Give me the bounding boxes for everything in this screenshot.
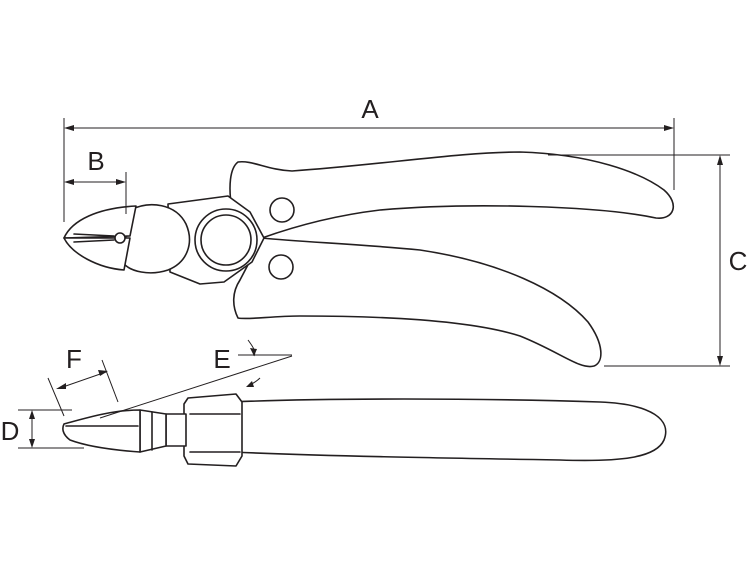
joint-outer	[194, 208, 258, 272]
upper-handle	[229, 151, 675, 239]
label-a: A	[361, 94, 379, 124]
label-b: B	[87, 146, 104, 176]
side-pivot-collar	[165, 413, 187, 447]
upper-jaw	[63, 205, 137, 239]
dimension-d	[18, 409, 84, 449]
jaw-ring	[121, 203, 191, 274]
jaw-edge-upper	[73, 233, 115, 237]
jaw-edge-lower	[73, 239, 115, 243]
pliers-top-view	[63, 151, 675, 368]
label-d: D	[1, 416, 20, 446]
dimension-b	[64, 172, 127, 214]
lower-jaw	[63, 237, 131, 271]
side-blade	[62, 409, 141, 453]
side-head	[139, 409, 167, 453]
pliers-side-view	[62, 393, 667, 467]
upper-handle-grip	[269, 197, 295, 223]
dimension-e	[99, 339, 293, 419]
dimension-a	[63, 118, 675, 222]
jaw-pivot	[114, 232, 126, 244]
dimension-f	[47, 359, 119, 417]
side-handle	[231, 398, 667, 462]
label-e: E	[213, 344, 230, 374]
label-f: F	[66, 344, 82, 374]
dimension-c	[548, 154, 730, 367]
lower-handle-grip	[268, 254, 294, 280]
lower-handle	[232, 237, 602, 368]
side-joint-block	[183, 393, 243, 467]
joint-inner	[200, 214, 252, 266]
label-c: C	[729, 246, 748, 276]
